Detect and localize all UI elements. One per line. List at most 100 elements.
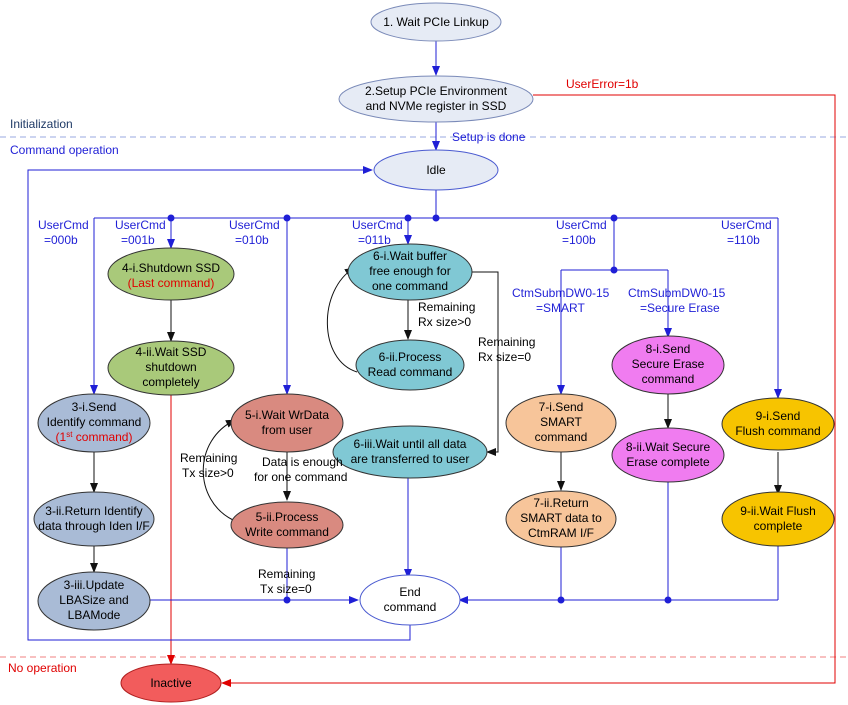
label-tx-eq0-value: Tx size=0 [260,582,312,596]
node-inactive: Inactive [120,663,222,703]
svg-text:command: command [535,430,588,444]
node-wait-transfer: 6-iii.Wait until all data are transferre… [332,425,488,479]
junction-dot [432,214,440,222]
connectors [27,40,836,687]
svg-text:4-i.Shutdown SSD: 4-i.Shutdown SSD [122,261,220,275]
svg-text:3-iii.Update: 3-iii.Update [64,578,125,592]
svg-text:9-ii.Wait Flush: 9-ii.Wait Flush [740,504,816,518]
label-usercmd-000-value: =000b [44,233,78,247]
node-shutdown-ssd: 4-i.Shutdown SSD (Last command) [107,247,235,301]
node-wait-wrdata: 5-i.Wait WrData from user [230,393,344,453]
arrow-tx-loop [202,419,236,521]
label-erase-select-value: =Secure Erase [640,301,720,315]
node-smart-return: 7-ii.Return SMART data to CtmRAM I/F [505,490,617,548]
svg-text:from user: from user [262,423,313,437]
end-back-to-idle [27,166,411,641]
svg-text:LBASize and: LBASize and [59,593,128,607]
node-process-write: 5-ii.Process Write command [230,501,344,549]
label-usercmd-100: UserCmd [556,218,607,232]
label-usercmd-011: UserCmd [352,218,403,232]
identify-send-note-tail: command) [72,430,132,444]
svg-text:End: End [399,585,420,599]
label-tx-eq0: Remaining [258,567,315,581]
svg-text:Inactive: Inactive [150,676,192,690]
svg-text:command: command [384,600,437,614]
svg-text:command: command [642,372,695,386]
svg-text:8-ii.Wait Secure: 8-ii.Wait Secure [626,440,711,454]
svg-text:Write command: Write command [245,525,329,539]
label-usercmd-001-value: =001b [121,233,155,247]
svg-text:LBAMode: LBAMode [68,608,121,622]
node-smart-send: 7-i.Send SMART command [505,393,617,453]
junction-dot [664,596,672,604]
node-identify-send: 3-i.Send Identify command (1st command) [37,393,151,453]
svg-text:free enough for: free enough for [369,264,450,278]
label-rx-eq0: Remaining [478,335,535,349]
node-setup-environment: 2.Setup PCIe Environment and NVMe regist… [338,75,534,123]
junction-dots [167,214,672,604]
label-usercmd-110-value: =110b [727,233,760,247]
label-erase-select: CtmSubmDW0-15 [628,286,726,300]
svg-text:6-iii.Wait until all data: 6-iii.Wait until all data [354,437,467,451]
svg-text:Erase complete: Erase complete [626,455,710,469]
label-smart-select-value: =SMART [536,301,585,315]
label-user-error: UserError=1b [566,77,639,91]
svg-text:are transferred to user: are transferred to user [351,452,470,466]
section-initialization: Initialization [10,117,73,131]
svg-text:SMART: SMART [540,415,582,429]
node-erase-send: 8-i.Send Secure Erase command [611,335,725,395]
node-wait-buffer: 6-i.Wait buffer free enough for one comm… [347,243,473,301]
node-identify-update: 3-iii.Update LBASize and LBAMode [37,571,151,631]
label-rx-gt0-value: Rx size>0 [418,315,471,329]
identify-send-superscript: st [66,430,73,439]
svg-text:9-i.Send: 9-i.Send [756,409,801,423]
svg-text:8-i.Send: 8-i.Send [646,342,691,356]
svg-text:shutdown: shutdown [145,360,196,374]
node-end-command: End command [359,574,461,626]
junction-dot [167,214,175,222]
svg-text:7-ii.Return: 7-ii.Return [533,496,588,510]
svg-text:(Last command): (Last command) [128,276,215,290]
label-tx-gt0-value: Tx size>0 [182,466,234,480]
label-usercmd-000: UserCmd [38,218,89,232]
section-command-operation: Command operation [10,143,119,157]
junction-dot [610,214,618,222]
svg-text:1. Wait PCIe Linkup: 1. Wait PCIe Linkup [383,15,489,29]
svg-text:3-ii.Return Identify: 3-ii.Return Identify [45,504,142,518]
svg-text:3-i.Send: 3-i.Send [72,400,117,414]
svg-text:Secure Erase: Secure Erase [632,357,705,371]
node-flush-wait: 9-ii.Wait Flush complete [721,491,835,547]
svg-text:completely: completely [142,375,199,389]
label-usercmd-001: UserCmd [115,218,166,232]
node-process-read: 6-ii.Process Read command [355,339,465,391]
svg-text:SMART data to: SMART data to [520,511,602,525]
node-flush-send: 9-i.Send Flush command [721,397,835,451]
junction-dot [610,266,618,274]
svg-text:Identify command: Identify command [47,415,142,429]
node-wait-linkup: 1. Wait PCIe Linkup [370,2,502,42]
junction-dot [283,214,291,222]
svg-text:Idle: Idle [426,163,446,177]
node-idle: Idle [373,149,499,191]
node-erase-wait: 8-ii.Wait Secure Erase complete [611,427,725,483]
label-usercmd-010: UserCmd [229,218,280,232]
junction-dot [557,596,565,604]
svg-text:4-ii.Wait SSD: 4-ii.Wait SSD [136,345,207,359]
label-usercmd-011-value: =011b [358,233,391,247]
section-no-operation: No operation [8,661,77,675]
svg-text:5-i.Wait WrData: 5-i.Wait WrData [245,408,329,422]
label-rx-eq0-value: Rx size=0 [478,350,531,364]
label-usercmd-010-value: =010b [235,233,269,247]
label-rx-gt0: Remaining [418,300,475,314]
label-usercmd-100-value: =100b [562,233,596,247]
svg-text:5-ii.Process: 5-ii.Process [256,510,319,524]
label-smart-select: CtmSubmDW0-15 [512,286,610,300]
svg-text:(1st command): (1st command) [56,430,133,444]
svg-text:Read command: Read command [368,365,453,379]
label-usercmd-110: UserCmd [721,218,772,232]
node-wait-shutdown: 4-ii.Wait SSD shutdown completely [107,340,235,396]
svg-text:2.Setup PCIe Environment: 2.Setup PCIe Environment [365,84,508,98]
label-tx-gt0: Remaining [180,451,237,465]
label-setup-done: Setup is done [452,130,526,144]
svg-text:and NVMe register in SSD: and NVMe register in SSD [366,99,507,113]
